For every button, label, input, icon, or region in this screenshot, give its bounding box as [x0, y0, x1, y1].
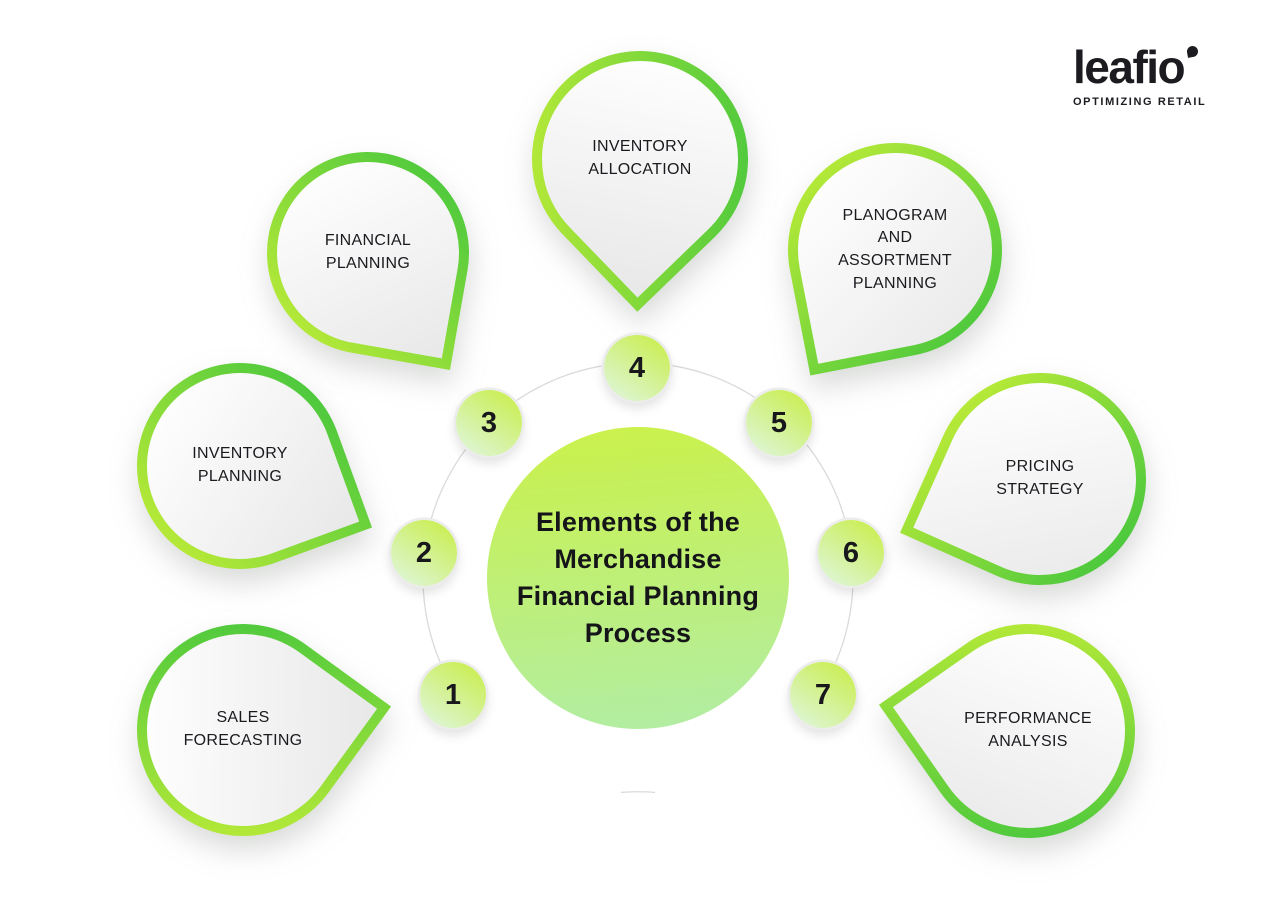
center-circle: Elements of the Merchandise Financial Pl…	[487, 427, 789, 729]
step-number-7: 7	[790, 662, 856, 728]
step-number-5: 5	[746, 390, 812, 456]
process-item-financial-planning: FINANCIAL PLANNING	[250, 135, 486, 371]
process-item-label: PLANOGRAM AND ASSORTMENT PLANNING	[838, 206, 952, 292]
process-item-label: SALES FORECASTING	[183, 709, 303, 749]
logo-tagline: OPTIMIZING RETAIL	[1073, 96, 1207, 108]
process-item-label: PERFORMANCE ANALYSIS	[964, 710, 1092, 750]
step-number-1: 1	[420, 662, 486, 728]
process-item-performance-analysis: PERFORMANCE ANALYSIS	[878, 581, 1178, 881]
process-item-inventory-allocation: INVENTORY ALLOCATION	[487, 6, 793, 312]
step-number-2: 2	[391, 520, 457, 586]
process-item-planogram-assortment-planning: PLANOGRAM AND ASSORTMENT PLANNING	[769, 124, 1021, 376]
process-item-label: PRICING STRATEGY	[996, 458, 1084, 498]
process-item-label: FINANCIAL PLANNING	[324, 232, 412, 272]
process-item-inventory-planning: INVENTORY PLANNING	[107, 333, 373, 599]
diagram-title: Elements of the Merchandise Financial Pl…	[516, 506, 760, 649]
step-number-3: 3	[456, 390, 522, 456]
step-number-4: 4	[604, 335, 670, 401]
process-item-pricing-strategy: PRICING STRATEGY	[900, 339, 1180, 619]
process-item-label: INVENTORY PLANNING	[192, 445, 288, 485]
step-number-6: 6	[818, 520, 884, 586]
process-item-sales-forecasting: SALES FORECASTING	[94, 581, 392, 879]
logo-text: leafio	[1073, 41, 1186, 93]
leaf-mark-icon	[1186, 45, 1200, 58]
leafio-logo: leafio OPTIMIZING RETAIL	[1073, 44, 1206, 108]
process-item-label: INVENTORY ALLOCATION	[588, 138, 692, 178]
